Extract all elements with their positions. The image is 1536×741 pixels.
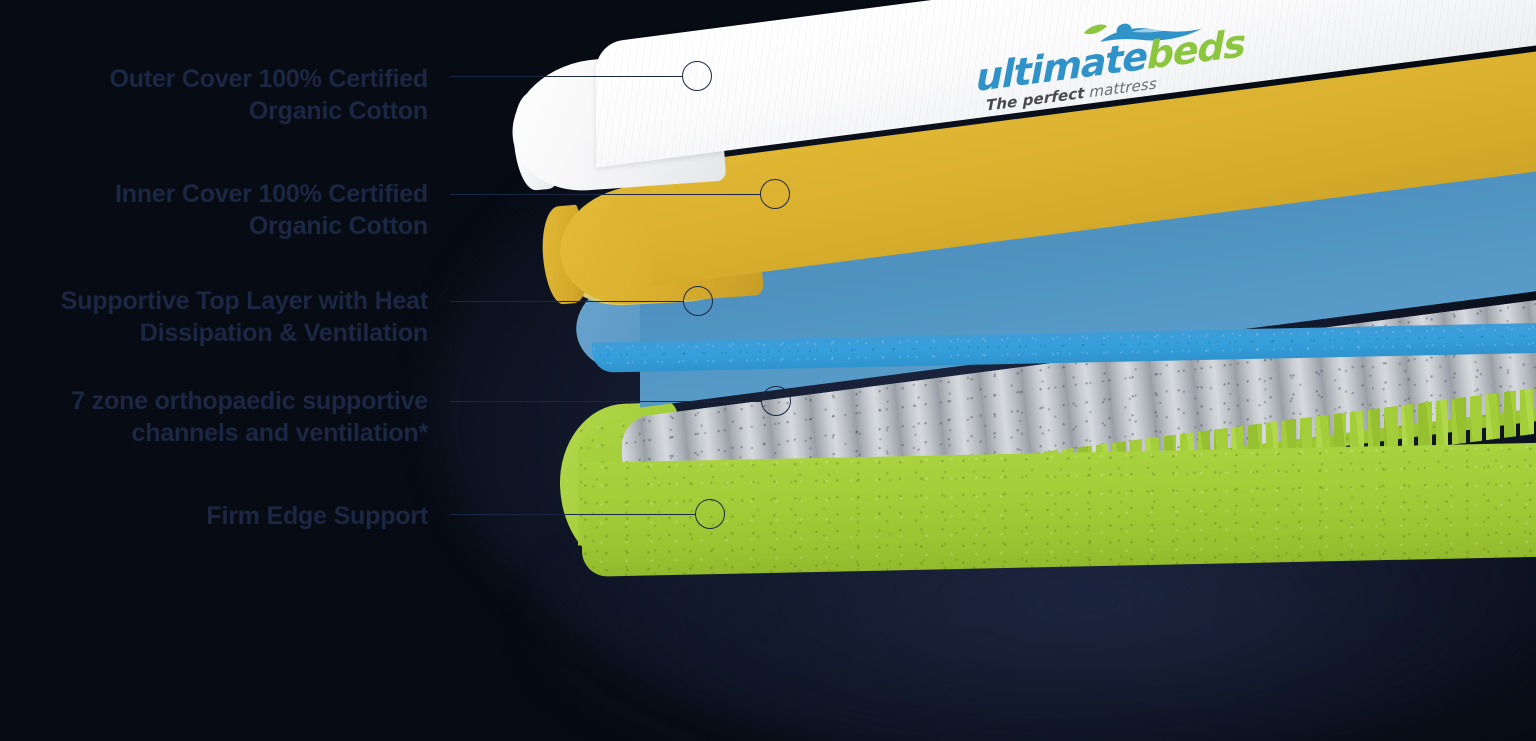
label-inner-cover-line-2: Organic Cotton xyxy=(248,212,428,240)
label-supportive-top-layer-line-2: Dissipation & Ventilation xyxy=(139,319,428,347)
label-column: Outer Cover 100% Certified Organic Cotto… xyxy=(0,0,450,741)
leader-dot-supportive-top[interactable] xyxy=(683,286,713,316)
label-firm-edge-support-line-1: Firm Edge Support xyxy=(206,502,428,530)
leader-dot-orthopaedic[interactable] xyxy=(761,386,791,416)
leader-dot-outer-cover[interactable] xyxy=(682,61,712,91)
leader-dot-inner-cover[interactable] xyxy=(760,179,790,209)
label-orthopaedic-channels: 7 zone orthopaedic supportive channels a… xyxy=(71,385,428,449)
label-orthopaedic-channels-line-2: channels and ventilation* xyxy=(131,419,429,447)
leader-dot-firm-edge[interactable] xyxy=(695,499,725,529)
label-outer-cover-line-1: Outer Cover 100% Certified xyxy=(109,65,428,93)
label-supportive-top-layer-line-1: Supportive Top Layer with Heat xyxy=(60,287,428,315)
label-firm-edge-support: Firm Edge Support xyxy=(206,500,428,532)
brand-logo: ultimatebeds The perfect mattress xyxy=(976,0,1376,115)
label-inner-cover-line-1: Inner Cover 100% Certified xyxy=(115,180,428,208)
label-outer-cover-line-2: Organic Cotton xyxy=(248,97,428,125)
label-outer-cover: Outer Cover 100% Certified Organic Cotto… xyxy=(109,63,428,127)
label-orthopaedic-channels-line-1: 7 zone orthopaedic supportive xyxy=(71,387,428,415)
swimmer-leaf-icon xyxy=(1084,23,1202,42)
green-base-slab xyxy=(582,441,1536,577)
label-inner-cover: Inner Cover 100% Certified Organic Cotto… xyxy=(115,178,428,242)
label-supportive-top-layer: Supportive Top Layer with Heat Dissipati… xyxy=(61,285,428,349)
